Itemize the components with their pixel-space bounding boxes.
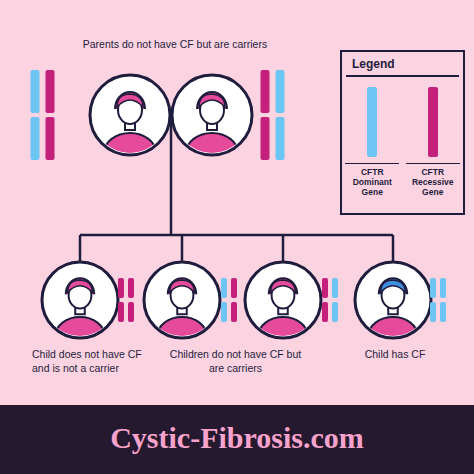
people xyxy=(42,75,431,355)
legend-text: CFTR Recessive Gene xyxy=(406,163,460,198)
legend-swatch xyxy=(367,87,377,157)
chromosome xyxy=(46,70,55,160)
caption-text: Child does not have CF and is not a carr… xyxy=(32,348,147,375)
site-name: Cystic-Fibrosis.com xyxy=(0,418,474,457)
legend-entry: CFTR Recessive Gene xyxy=(406,87,460,198)
chromosome xyxy=(322,278,328,322)
chromosome xyxy=(276,70,285,160)
chromosome xyxy=(261,70,270,160)
legend-swatch xyxy=(428,87,438,157)
person-icon xyxy=(42,262,118,355)
footer-band xyxy=(0,405,474,474)
person-icon xyxy=(90,75,170,173)
legend-entry: CFTR Dominant Gene xyxy=(345,87,399,198)
caption-text: Children do not have CF but are carriers xyxy=(168,348,303,375)
legend-items: CFTR Dominant GeneCFTR Recessive Gene xyxy=(342,77,463,198)
caption-text: Child has CF xyxy=(350,348,440,362)
chromosome xyxy=(440,278,446,322)
person-icon xyxy=(355,262,431,355)
chromosome xyxy=(128,278,134,322)
person-icon xyxy=(245,262,321,355)
person-icon xyxy=(144,262,220,355)
caption-text: Parents do not have CF but are carriers xyxy=(60,38,290,52)
legend-title: Legend xyxy=(346,52,459,77)
chromosome xyxy=(231,278,237,322)
chromosome xyxy=(31,70,40,160)
chromosome xyxy=(430,278,436,322)
legend-box: LegendCFTR Dominant GeneCFTR Recessive G… xyxy=(340,50,465,215)
chromosome xyxy=(118,278,124,322)
person-icon xyxy=(172,75,252,173)
chromosome xyxy=(332,278,338,322)
legend-text: CFTR Dominant Gene xyxy=(345,163,399,198)
chromosome xyxy=(221,278,227,322)
